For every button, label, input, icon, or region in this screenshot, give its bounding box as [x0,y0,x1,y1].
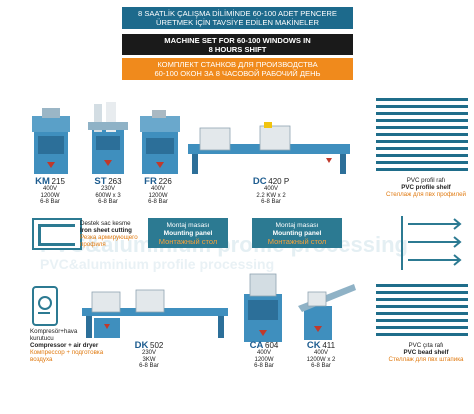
ca604-pressure: 6-8 Bar [254,363,274,370]
dc420p-number: 420 P [268,177,290,186]
header-en-line1: MACHINE SET FOR 60-100 WINDOWS IN [164,36,311,45]
header-turkish: 8 SAATLİK ÇALIŞMA DİLİMİNDE 60-100 ADET … [122,7,353,29]
ca604-number: 604 [265,341,279,350]
dc420p-code: DC [252,176,267,187]
compressor-en: Compressor + air dryer [30,342,99,349]
mounting-table-2-en: Mounting panel [272,230,322,237]
compressor-icon [32,286,58,326]
pvc-bead-shelf-graphic [376,284,468,338]
ck411-number: 411 [322,341,336,350]
header-tr-line1: 8 SAATLİK ÇALIŞMA DİLİMİNDE 60-100 ADET … [138,9,337,18]
dc420p-machine-image [188,122,350,174]
iron-sheet-ru: Резка армирующего профиля [80,234,138,248]
pvc-profile-shelf-caption: PVC profil rafı PVC profile shelf Стелла… [380,177,472,198]
st263-code: ST [94,176,107,187]
ck411-power: 1200W x 2 [306,356,336,363]
st263-machine-image [88,102,128,174]
pvc-profile-shelf-en: PVC profile shelf [401,184,451,191]
mounting-table-1-tr: Montaj masası [166,222,210,229]
km215-code: KM [35,176,50,187]
mounting-table-1-en: Mounting panel [163,230,213,237]
km215-power: 1200W [40,192,60,199]
fr226-voltage: 400V [150,186,165,193]
ca604-label: CA 604 400V 1200W 6-8 Bar [242,340,286,370]
pvc-bead-shelf-en: PVC bead shelf [403,349,449,356]
km215-machine-image [32,108,70,174]
iron-sheet-en: Iron sheet cutting [80,227,132,234]
header-en-line2: 8 HOURS SHIFT [208,45,267,54]
ck411-voltage: 400V [313,350,328,357]
dc420p-pressure: 6-8 Bar [261,199,281,206]
ck411-label: CK 411 400V 1200W x 2 6-8 Bar [296,340,346,370]
pvc-bead-shelf-tr: PVC çıta rafı [408,342,444,349]
dc420p-label: DC 420 P 400V 2.2 KW x 2 6-8 Bar [248,176,294,206]
mounting-table-1-caption: Montaj masası Mounting panel Монтажный с… [148,222,228,246]
ck411-pressure: 6-8 Bar [311,363,331,370]
fr226-label: FR 226 400V 1200W 6-8 Bar [136,176,180,206]
st263-power: 600W x 3 [95,192,121,199]
fr226-machine-image [140,110,180,174]
compressor-ru2: воздуха [30,356,53,363]
dk502-machine-image [82,289,228,338]
ck411-machine-image [298,284,356,340]
km215-voltage: 400V [42,186,57,193]
fr226-number: 226 [158,177,172,186]
mounting-table-1 [148,218,228,248]
iron-sheet-caption: Destek sac kesme Iron sheet cutting Резк… [80,220,140,248]
fr226-power: 1200W [148,192,168,199]
st263-number: 263 [108,177,122,186]
dk502-code: DK [134,340,149,351]
mounting-table-2-tr: Montaj masası [275,222,319,229]
conveyor-arrows-graphic [401,216,462,270]
dk502-pressure: 6-8 Bar [139,363,159,370]
km215-number: 215 [51,177,65,186]
st263-label: ST 263 230V 600W x 3 6-8 Bar [86,176,130,206]
compressor-caption: Kompresör+hava kurutucu Compressor + air… [30,328,120,363]
fr226-code: FR [144,176,157,187]
iron-sheet-icon [32,218,82,250]
watermark-text: PVC&aluminium profile processing [40,256,275,272]
pvc-profile-shelf-tr: PVC profil rafı [406,177,446,184]
header-ru-line2: 60-100 ОКОН ЗА 8 ЧАСОВОЙ РАБОЧИЙ ДЕНЬ [154,69,321,78]
mounting-table-2-caption: Montaj masası Mounting panel Монтажный с… [252,222,342,246]
compressor-ru1: Компрессор + подготовка [30,349,104,356]
mounting-table-2-ru: Монтажный стол [267,237,327,246]
pvc-profile-shelf-graphic [376,98,468,174]
mounting-table-1-ru: Монтажный стол [158,237,218,246]
pvc-profile-shelf-ru: Стеллаж для пвх профилей [385,191,467,198]
mounting-table-2 [252,218,342,248]
header-ru-line1: КОМПЛЕКТ СТАНКОВ ДЛЯ ПРОИЗВОДСТВА [157,60,318,69]
st263-pressure: 6-8 Bar [98,199,118,206]
dc420p-voltage: 400V [263,186,278,193]
st263-voltage: 230V [100,186,115,193]
header-tr-line2: ÜRETMEK İÇİN TAVSİYE EDİLEN MAKİNELER [156,18,319,27]
pvc-bead-shelf-caption: PVC çıta rafı PVC bead shelf Стеллаж для… [380,342,472,363]
ca604-code: CA [249,340,264,351]
dk502-power: 3KW [142,356,156,363]
km215-pressure: 6-8 Bar [40,199,60,206]
pvc-bead-shelf-ru: Стеллаж для пвх штапика [388,356,464,363]
km215-label: KM 215 400V 1200W 6-8 Bar [28,176,72,206]
iron-sheet-tr: Destek sac kesme [80,220,131,227]
dk502-label: DK 502 230V 3KW 6-8 Bar [126,340,172,370]
compressor-tr1: Kompresör+hava [30,328,78,335]
ca604-power: 1200W [254,356,274,363]
dc420p-power: 2.2 KW x 2 [256,192,286,199]
dk502-voltage: 230V [141,350,156,357]
compressor-tr2: kurutucu [30,335,54,342]
header-english: MACHINE SET FOR 60-100 WINDOWS IN 8 HOUR… [122,34,353,55]
dk502-number: 502 [150,341,164,350]
ca604-machine-image [244,273,282,342]
header-russian: КОМПЛЕКТ СТАНКОВ ДЛЯ ПРОИЗВОДСТВА 60-100… [122,58,353,80]
fr226-pressure: 6-8 Bar [148,199,168,206]
ck411-code: CK [306,340,321,351]
ca604-voltage: 400V [256,350,271,357]
